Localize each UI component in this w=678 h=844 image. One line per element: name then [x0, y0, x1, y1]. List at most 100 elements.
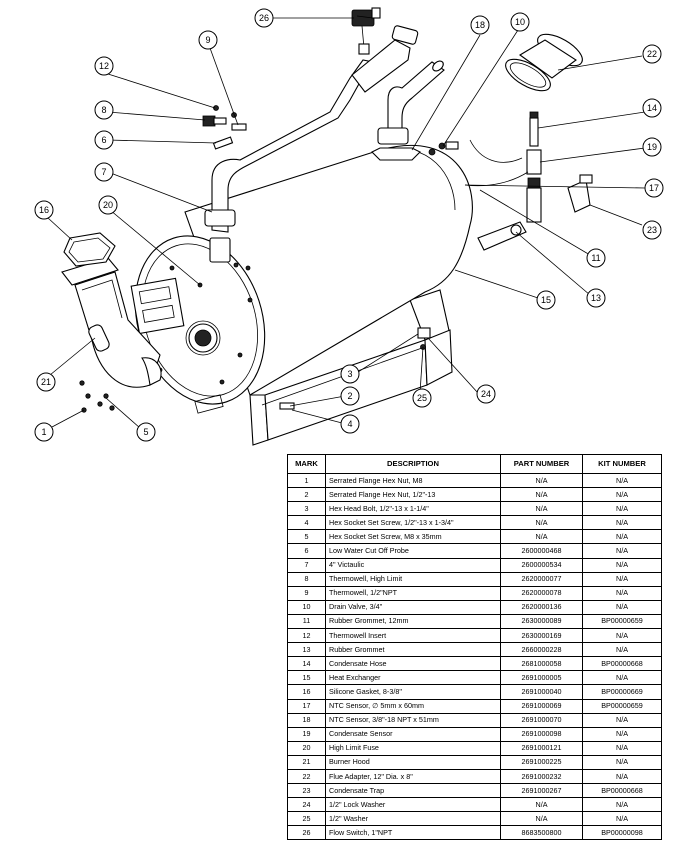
kit-number-cell: BP00000098 [582, 825, 662, 841]
kit-number-cell: N/A [582, 811, 662, 827]
callout-23: 23 [642, 220, 662, 240]
mark-cell: 18 [287, 712, 326, 728]
part-number-cell: 2630000169 [500, 628, 583, 644]
description-cell: Rubber Grommet [325, 642, 501, 658]
callout-4: 4 [340, 414, 360, 434]
svg-text:18: 18 [475, 20, 485, 30]
part-number-cell: 2630000089 [500, 613, 583, 630]
part-number-cell: N/A [500, 811, 583, 827]
description-cell: Hex Head Bolt, 1/2"-13 x 1-1/4" [325, 501, 501, 517]
svg-text:23: 23 [647, 225, 657, 235]
mark-cell: 16 [287, 684, 326, 700]
mark-cell: 5 [287, 529, 326, 545]
mark-cell: 20 [287, 740, 326, 756]
svg-text:8: 8 [101, 105, 106, 115]
description-cell: Heat Exchanger [325, 670, 501, 686]
svg-text:10: 10 [515, 17, 525, 27]
svg-text:26: 26 [259, 13, 269, 23]
callout-5: 5 [136, 422, 156, 442]
kit-number-cell: N/A [582, 740, 662, 756]
parts-list-table: MARK DESCRIPTION PART NUMBER KIT NUMBER … [287, 454, 662, 841]
part-number-cell: N/A [500, 515, 583, 531]
kit-number-cell: N/A [582, 487, 662, 503]
mark-cell: 26 [287, 825, 326, 841]
description-cell: Hex Socket Set Screw, M8 x 35mm [325, 529, 501, 545]
mark-cell: 13 [287, 642, 326, 658]
description-cell: Thermowell Insert [325, 628, 501, 644]
callout-12: 12 [94, 56, 114, 76]
callout-15: 15 [536, 290, 556, 310]
svg-text:16: 16 [39, 205, 49, 215]
kit-number-cell: N/A [582, 599, 662, 615]
description-cell: Silicone Gasket, 8-3/8" [325, 684, 501, 700]
description-cell: 1/2" Lock Washer [325, 797, 501, 813]
flow-switch-26 [351, 7, 381, 55]
svg-text:22: 22 [647, 49, 657, 59]
part-number-cell: 2620000136 [500, 599, 583, 615]
description-cell: Serrated Flange Hex Nut, M8 [325, 472, 501, 489]
svg-text:21: 21 [41, 377, 51, 387]
part-number-cell: 2691000225 [500, 754, 583, 770]
part-number-cell: 2691000267 [500, 783, 583, 799]
kit-number-cell: BP00000669 [582, 684, 662, 700]
callout-6: 6 [94, 130, 114, 150]
callout-19: 19 [642, 137, 662, 157]
column-header-part-number: PART NUMBER [500, 454, 583, 474]
kit-number-cell: N/A [582, 712, 662, 728]
mark-cell: 3 [287, 501, 326, 517]
description-cell: Flow Switch, 1"NPT [325, 825, 501, 841]
kit-number-cell: BP00000668 [582, 783, 662, 799]
kit-number-cell: N/A [582, 529, 662, 545]
description-cell: High Limit Fuse [325, 740, 501, 756]
mark-cell: 17 [287, 698, 326, 714]
svg-text:11: 11 [591, 253, 600, 263]
part-number-cell: 2600000468 [500, 543, 583, 559]
silicone-gasket-16 [63, 232, 116, 267]
description-cell: Flue Adapter, 12" Dia. x 8" [325, 768, 501, 785]
svg-text:4: 4 [347, 419, 352, 429]
svg-text:5: 5 [143, 427, 148, 437]
part-number-cell: N/A [500, 472, 583, 489]
description-cell: Condensate Trap [325, 783, 501, 799]
svg-text:1: 1 [41, 427, 46, 437]
kit-number-cell: N/A [582, 571, 662, 587]
leader-lines [47, 15, 646, 429]
burner-hood-21 [61, 257, 162, 388]
svg-text:15: 15 [541, 295, 551, 305]
part-number-cell: N/A [500, 501, 583, 517]
kit-number-cell: N/A [582, 472, 662, 489]
kit-number-cell: N/A [582, 501, 662, 517]
burner-plate [130, 262, 253, 414]
callout-16: 16 [34, 200, 54, 220]
svg-text:12: 12 [99, 61, 109, 71]
column-header-mark: MARK [287, 454, 326, 474]
kit-number-cell: N/A [582, 557, 662, 573]
svg-text:20: 20 [103, 200, 113, 210]
callout-9: 9 [198, 30, 218, 50]
callout-17: 17 [644, 178, 664, 198]
exploded-parts-diagram: 26 9 12 8 6 7 16 20 21 1 5 18 10 22 14 1… [34, 7, 664, 446]
description-cell: Burner Hood [325, 754, 501, 770]
mark-cell: 19 [287, 726, 326, 742]
mark-cell: 22 [287, 768, 326, 785]
part-number-cell: 2691000232 [500, 768, 583, 785]
description-cell: NTC Sensor, 3/8"-18 NPT x 51mm [325, 712, 501, 728]
part-number-cell: 2660000228 [500, 642, 583, 658]
callout-21: 21 [36, 372, 56, 392]
